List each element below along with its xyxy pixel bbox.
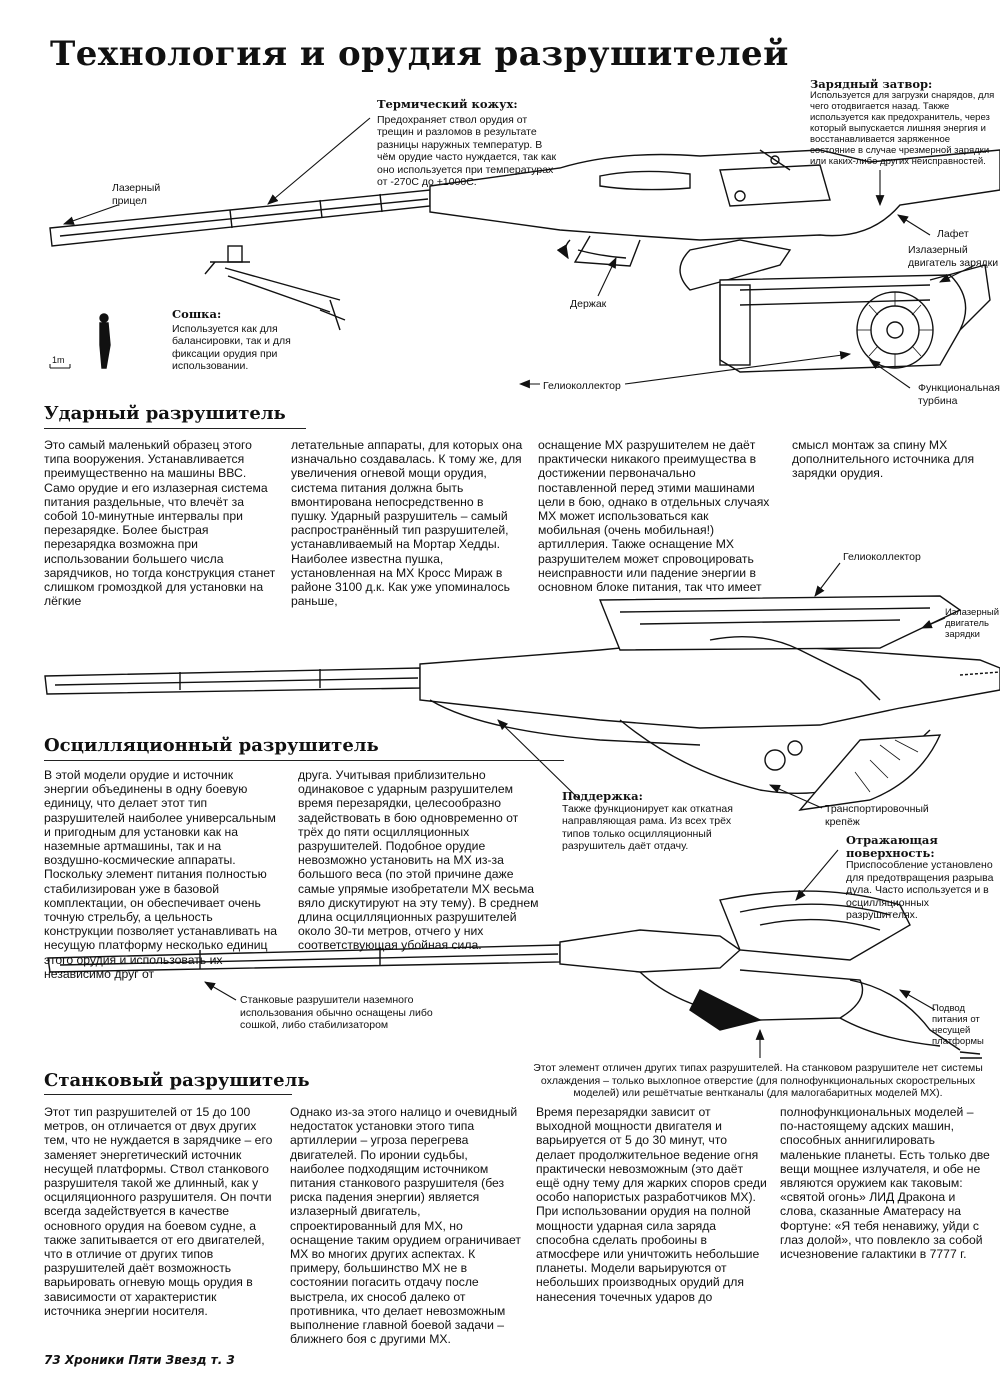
mounted-col-1: Этот тип разрушителей от 15 до 100 метро… <box>44 1105 273 1318</box>
thermal-jacket-text: Предохраняет ствол орудия от трещин и ра… <box>377 113 557 189</box>
support-text: Также функционирует как откатная направл… <box>562 802 733 853</box>
grip-label: Держак <box>570 298 607 310</box>
mount-note: Станковые разрушители наземного использо… <box>240 994 433 1031</box>
thermal-jacket-callout: Термический кожух: Предохраняет ствол ор… <box>377 98 557 189</box>
reflecting-surface-text: Приспособление установлено для предотвра… <box>846 859 994 921</box>
mounted-col-4: полнофункциональных моделей – по-настоящ… <box>780 1105 990 1262</box>
thermal-jacket-heading: Термический кожух: <box>377 97 518 111</box>
oscillation-col-1: В этой модели орудие и источник энергии … <box>44 768 278 981</box>
mounted-col-3: Время перезарядки зависит от выходной мо… <box>536 1105 767 1304</box>
reflecting-surface-heading: Отражающая поверхность: <box>846 833 938 860</box>
mounted-destroyer-drawing <box>47 890 982 1059</box>
impact-col-1: Это самый маленький образец этого типа в… <box>44 438 276 609</box>
support-heading: Поддержка: <box>562 789 643 803</box>
section-mounted-rule <box>44 1094 292 1095</box>
scale-label: 1m <box>52 355 65 365</box>
carriage-label: Лафет <box>937 228 969 240</box>
page-footer: 73 Хроники Пяти Звезд т. 3 <box>44 1353 235 1367</box>
section-impact-heading: Ударный разрушитель <box>44 403 286 424</box>
emitter-label-1: Излазерный двигатель зарядки <box>908 244 999 269</box>
impact-col-3: оснащение МХ разрушителем не даёт практи… <box>538 438 770 595</box>
heliocollector-label-1: Гелиоколлектор <box>543 380 621 392</box>
transport-label: Транспортировочный крепёж <box>825 803 929 828</box>
element-note: Этот элемент отличен других типах разруш… <box>533 1062 983 1099</box>
mounted-col-2: Однако из-за этого налицо и очевидный не… <box>290 1105 521 1347</box>
scale-figure-drawing <box>49 313 111 369</box>
heliocollector-label-2: Гелиоколлектор <box>843 551 921 563</box>
page-title: Технология и орудия разрушителей <box>50 34 789 74</box>
bipod-text: Используется как для балансировки, так и… <box>172 322 291 373</box>
bipod-heading: Сошка: <box>172 307 222 321</box>
emitter-label-2: Излазерный двигатель зарядки <box>945 607 999 640</box>
section-mounted-heading: Станковый разрушитель <box>44 1070 310 1091</box>
section-oscillation-rule <box>44 760 564 761</box>
section-impact-rule <box>44 428 306 429</box>
impact-col-2: летательные аппараты, для которых она из… <box>291 438 523 609</box>
oscillation-col-2: друга. Учитывая приблизительно одинаково… <box>298 768 539 953</box>
feed-label: Подвод питания от несущей платформы <box>932 1003 984 1047</box>
breech-heading: Зарядный затвор: <box>810 77 933 91</box>
support-callout: Поддержка: Также функционирует как откат… <box>562 790 742 853</box>
bipod-drawing <box>204 245 346 331</box>
laser-sight-label: Лазерный прицел <box>112 182 161 207</box>
reflecting-surface-callout: Отражающая поверхность: Приспособление у… <box>846 834 1000 922</box>
bipod-callout: Сошка: Используется как для балансировки… <box>172 308 292 373</box>
breech-callout: Зарядный затвор: Используется для загруз… <box>810 77 998 167</box>
impact-col-4: смысл монтаж за спину МХ дополнительного… <box>792 438 975 481</box>
impact-destroyer-drawing <box>49 149 1000 373</box>
oscillation-destroyer-drawing <box>44 595 1000 811</box>
turbine-label: Функциональная турбина <box>918 382 1000 407</box>
breech-text: Используется для загрузки снарядов, для … <box>810 90 995 167</box>
section-oscillation-heading: Осцилляционный разрушитель <box>44 735 379 756</box>
